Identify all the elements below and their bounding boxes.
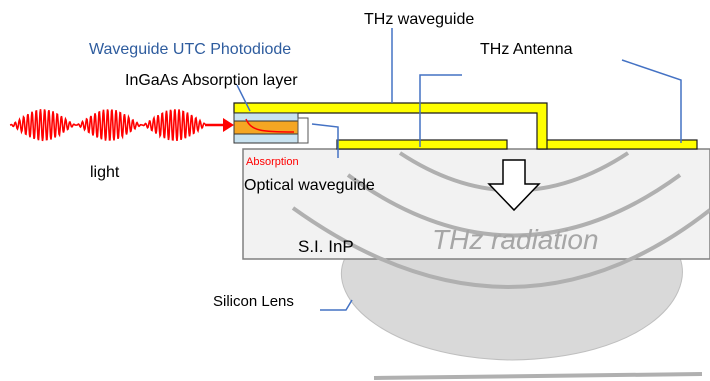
light-label: light bbox=[90, 164, 120, 181]
si-inp-label: S.I. InP bbox=[298, 237, 354, 256]
callout-optical-waveguide bbox=[311, 123, 339, 158]
thz-antenna-right-pad bbox=[538, 139, 698, 150]
callout-lines bbox=[236, 28, 682, 311]
callout-thz-antenna-right bbox=[621, 59, 682, 143]
ingaas-absorption-label: InGaAs Absorption layer bbox=[125, 72, 298, 89]
silicon-lens-label: Silicon Lens bbox=[213, 293, 294, 310]
radiation-arc-2 bbox=[346, 173, 682, 238]
thz-antenna-label: THz Antenna bbox=[480, 41, 573, 58]
light-arrow-head bbox=[223, 118, 234, 132]
optical-waveguide-facet bbox=[297, 117, 309, 144]
waveguide-utc-photodiode-title: Waveguide UTC Photodiode bbox=[89, 41, 291, 58]
radiation-arc-4 bbox=[373, 372, 703, 380]
callout-silicon-lens bbox=[320, 299, 353, 311]
photodiode-bottom-layer bbox=[233, 133, 299, 144]
silicon-lens bbox=[340, 257, 683, 361]
utc-photodiode-stack bbox=[233, 112, 309, 144]
radiation-direction-arrow bbox=[487, 159, 541, 212]
absorption-label: Absorption bbox=[246, 156, 299, 168]
thz-radiation-label: THz radiation bbox=[432, 224, 599, 255]
radiation-arc-3 bbox=[291, 206, 710, 289]
callout-ingaas-layer bbox=[236, 84, 251, 112]
optical-waveguide-label: Optical waveguide bbox=[244, 177, 375, 194]
photodiode-top-layer bbox=[233, 112, 299, 122]
callout-thz-antenna-left bbox=[419, 74, 462, 147]
light-wave bbox=[9, 109, 206, 142]
thz-waveguide-label: THz waveguide bbox=[364, 11, 474, 28]
thz-antenna-left-pad bbox=[336, 139, 508, 150]
absorption-decay-curve bbox=[245, 118, 295, 133]
light-wave-packets bbox=[9, 109, 234, 142]
